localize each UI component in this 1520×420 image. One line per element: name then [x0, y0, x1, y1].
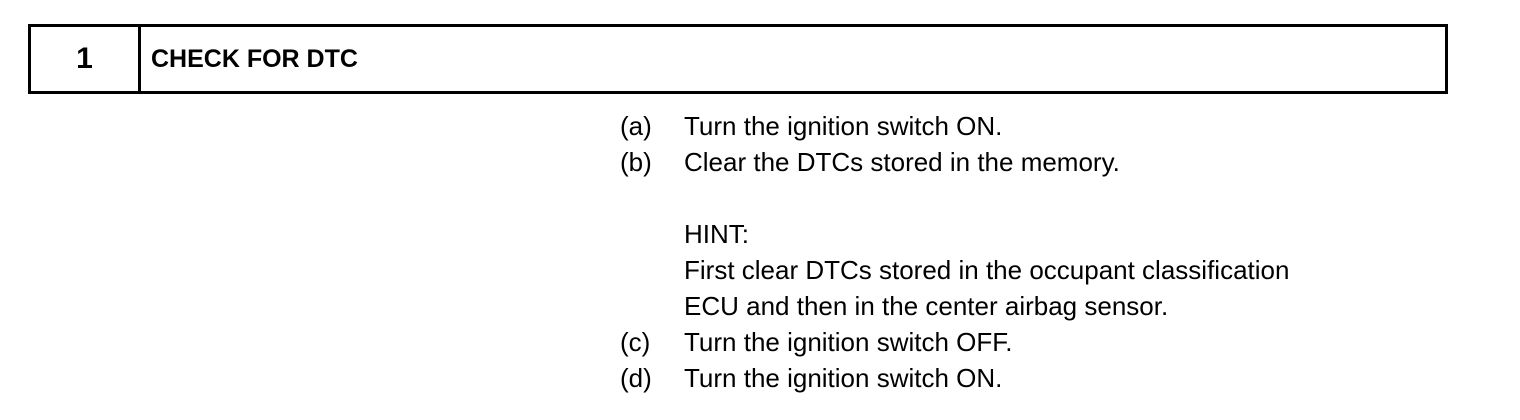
hint-block: HINT: First clear DTCs stored in the occ…	[620, 216, 1500, 324]
procedure-item: (d) Turn the ignition switch ON.	[620, 360, 1500, 396]
item-text: Turn the ignition switch ON.	[684, 363, 1003, 393]
procedure-item: (c) Turn the ignition switch OFF.	[620, 324, 1500, 360]
step-header: 1 CHECK FOR DTC	[28, 24, 1448, 94]
item-text: Turn the ignition switch OFF.	[684, 327, 1013, 357]
procedure-item: (a) Turn the ignition switch ON.	[620, 108, 1500, 144]
item-marker: (b)	[620, 147, 652, 177]
hint-label: HINT:	[684, 219, 749, 249]
hint-line: ECU and then in the center airbag sensor…	[684, 291, 1169, 321]
spacer	[620, 180, 1500, 216]
procedure-item: (b) Clear the DTCs stored in the memory.	[620, 144, 1500, 180]
item-marker: (c)	[620, 327, 651, 357]
procedure-list: (a) Turn the ignition switch ON. (b) Cle…	[620, 108, 1500, 396]
step-title: CHECK FOR DTC	[151, 44, 358, 73]
item-text: Clear the DTCs stored in the memory.	[684, 147, 1120, 177]
hint-line: First clear DTCs stored in the occupant …	[684, 255, 1290, 285]
step-number: 1	[31, 27, 141, 91]
item-text: Turn the ignition switch ON.	[684, 111, 1003, 141]
item-marker: (d)	[620, 363, 652, 393]
item-marker: (a)	[620, 111, 652, 141]
